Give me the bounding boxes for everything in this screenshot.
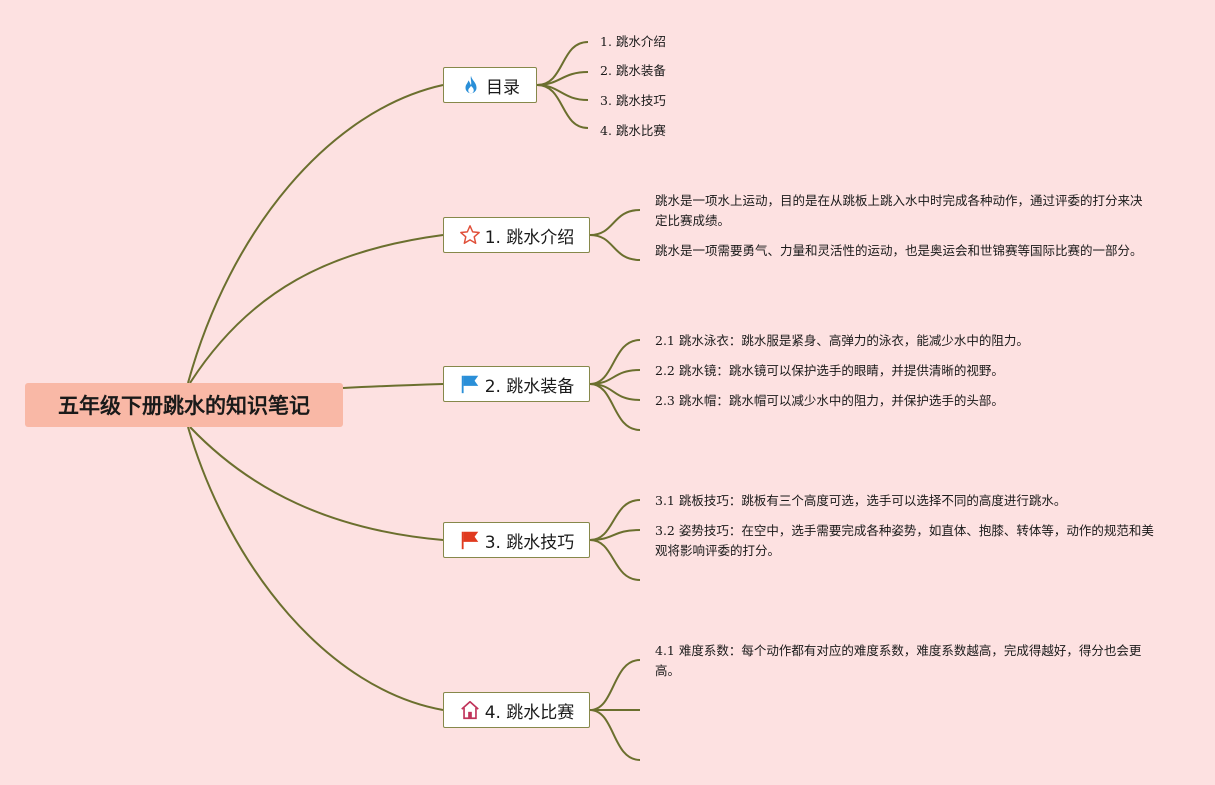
branch-competition[interactable]: 4. 跳水比赛	[443, 692, 590, 728]
equipment-note[interactable]: 2.1 跳水泳衣：跳水服是紧身、高弹力的泳衣，能减少水中的阻力。	[655, 333, 1029, 348]
branch-toc[interactable]: 目录	[443, 67, 537, 103]
home-icon	[459, 699, 481, 721]
red-flag-icon	[459, 529, 481, 551]
connector-root-equipment	[342, 383, 444, 389]
intro-note[interactable]: 跳水是一项需要勇气、力量和灵活性的运动，也是奥运会和世锦赛等国际比赛的一部分。	[655, 243, 1143, 258]
connector-root-competition	[187, 426, 444, 711]
branch-label: 目录	[486, 77, 520, 98]
branch-technique[interactable]: 3. 跳水技巧	[443, 522, 590, 558]
competition-note[interactable]: 4.1 难度系数：每个动作都有对应的难度系数，难度系数越高，完成得越好，得分也会…	[655, 643, 1142, 678]
toc-item[interactable]: 2. 跳水装备	[600, 63, 666, 78]
star-icon	[459, 224, 481, 246]
toc-item[interactable]: 1. 跳水介绍	[600, 34, 666, 49]
branch-equipment[interactable]: 2. 跳水装备	[443, 366, 590, 402]
flame-icon	[460, 74, 482, 96]
connector-root-intro	[189, 234, 444, 384]
toc-item[interactable]: 3. 跳水技巧	[600, 93, 666, 108]
technique-note[interactable]: 3.2 姿势技巧：在空中，选手需要完成各种姿势，如直体、抱膝、转体等，动作的规范…	[655, 523, 1154, 558]
root-topic[interactable]: 五年级下册跳水的知识笔记	[25, 383, 343, 427]
branch-label: 2. 跳水装备	[484, 376, 575, 397]
technique-note[interactable]: 3.1 跳板技巧：跳板有三个高度可选，选手可以选择不同的高度进行跳水。	[655, 493, 1067, 508]
connector-root-technique	[189, 426, 444, 541]
blue-flag-icon	[459, 373, 481, 395]
equipment-note[interactable]: 2.2 跳水镜：跳水镜可以保护选手的眼睛，并提供清晰的视野。	[655, 363, 1004, 378]
branch-label: 4. 跳水比赛	[484, 702, 575, 723]
intro-note[interactable]: 跳水是一项水上运动，目的是在从跳板上跳入水中时完成各种动作，通过评委的打分来决定…	[655, 193, 1143, 228]
branch-intro[interactable]: 1. 跳水介绍	[443, 217, 590, 253]
branch-label: 1. 跳水介绍	[484, 227, 575, 248]
toc-item[interactable]: 4. 跳水比赛	[600, 123, 666, 138]
equipment-note[interactable]: 2.3 跳水帽：跳水帽可以减少水中的阻力，并保护选手的头部。	[655, 393, 1004, 408]
connector-root-toc	[187, 84, 444, 384]
branch-label: 3. 跳水技巧	[484, 532, 575, 553]
